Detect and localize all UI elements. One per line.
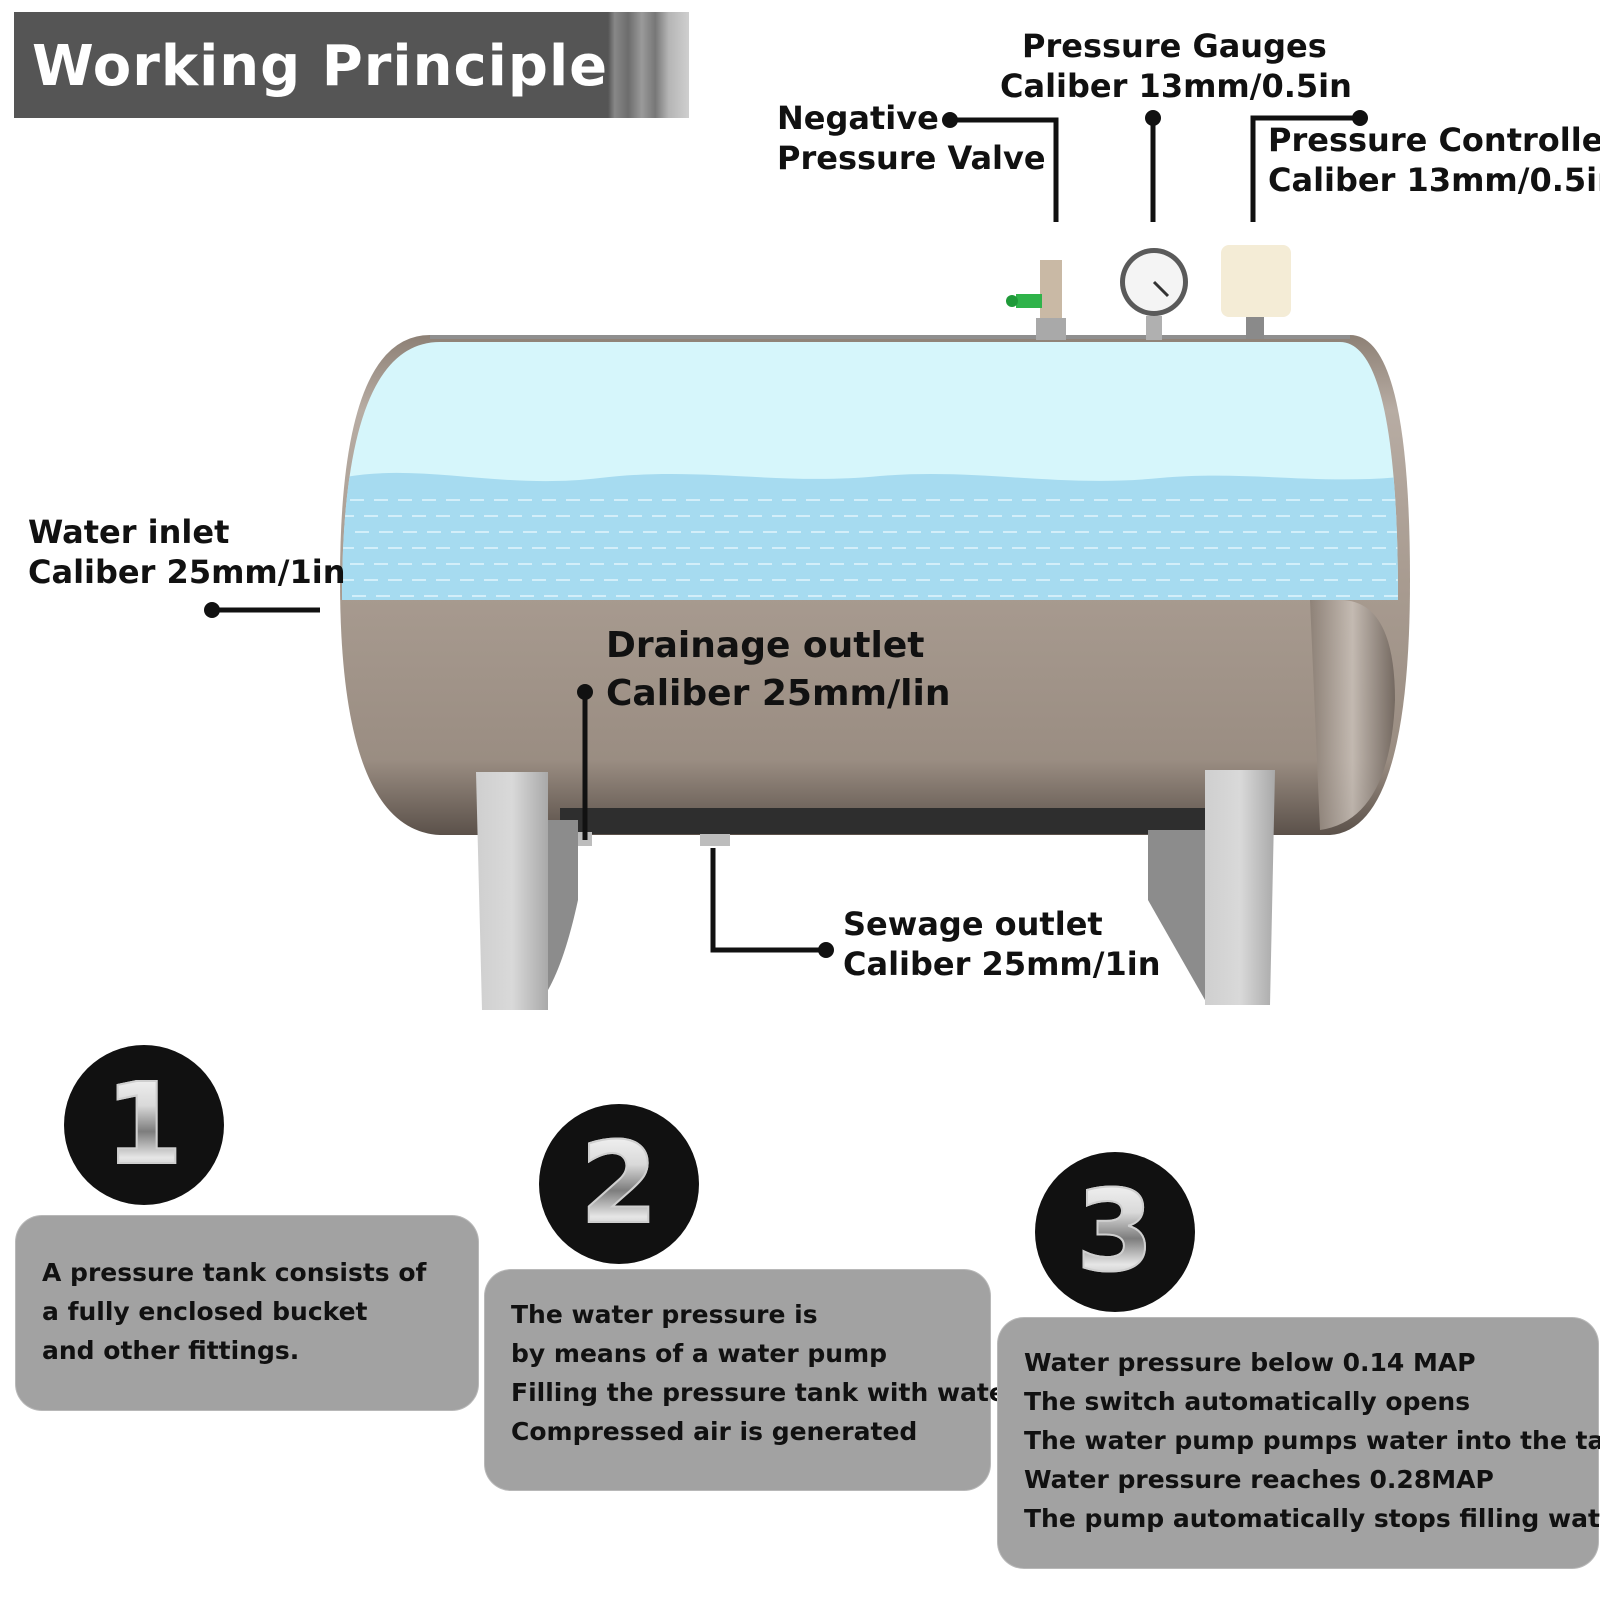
callout-line: Pressure Controller bbox=[1268, 121, 1600, 159]
step-2-badge: 2 bbox=[539, 1104, 699, 1264]
sewage-outlet-label: Sewage outlet Caliber 25mm/1in bbox=[843, 904, 1160, 984]
callout-line: Drainage outlet bbox=[606, 625, 925, 666]
step-text-line: by means of a water pump bbox=[511, 1339, 888, 1368]
callout-line: Caliber 25mm/lin bbox=[606, 673, 951, 714]
pressure-tank-diagram bbox=[204, 110, 1410, 1010]
dot-sewage-outlet bbox=[818, 942, 834, 958]
callout-line: Caliber 25mm/1in bbox=[28, 553, 346, 591]
step-text-line: The pump automatically stops filling wat… bbox=[1024, 1504, 1600, 1533]
step-text-line: The water pressure is bbox=[511, 1300, 818, 1329]
dot-negative-valve bbox=[942, 112, 958, 128]
step-text-line: and other fittings. bbox=[42, 1336, 300, 1365]
leader-pressure-controller bbox=[1250, 115, 1360, 222]
right-support-leg bbox=[1148, 770, 1275, 1005]
step-1-badge: 1 bbox=[64, 1045, 224, 1205]
callout-line: Pressure Gauges bbox=[1022, 27, 1327, 65]
callout-line: Water inlet bbox=[28, 513, 230, 551]
step-text-line: The water pump pumps water into the tank… bbox=[1024, 1426, 1600, 1455]
title-banner: Working Principle bbox=[14, 12, 689, 118]
step-number: 3 bbox=[1075, 1166, 1155, 1298]
callout-line: Pressure Valve bbox=[777, 139, 1046, 177]
step-1-box: A pressure tank consists of a fully encl… bbox=[16, 1216, 478, 1410]
step-text-line: Water pressure below 0.14 MAP bbox=[1024, 1348, 1476, 1377]
water-inlet-label: Water inlet Caliber 25mm/1in bbox=[28, 512, 345, 592]
page-title: Working Principle bbox=[32, 34, 609, 99]
step-text-line: The switch automatically opens bbox=[1024, 1387, 1471, 1416]
water-overlay bbox=[342, 342, 1398, 600]
step-3-badge: 3 bbox=[1035, 1152, 1195, 1312]
step-3-box: Water pressure below 0.14 MAP The switch… bbox=[998, 1318, 1600, 1568]
dot-water-inlet bbox=[204, 602, 220, 618]
dot-pressure-gauges bbox=[1145, 110, 1161, 126]
leader-sewage-outlet bbox=[710, 848, 826, 953]
sewage-outlet-stub bbox=[700, 834, 730, 846]
leader-negative-valve bbox=[950, 117, 1059, 222]
negative-pressure-valve-label: Negative Pressure Valve bbox=[777, 98, 1046, 178]
step-text-line: Compressed air is generated bbox=[511, 1417, 918, 1446]
step-text-line: a fully enclosed bucket bbox=[42, 1297, 368, 1326]
pressure-controller-label: Pressure Controller Caliber 13mm/0.5in bbox=[1268, 120, 1600, 200]
dot-pressure-controller bbox=[1352, 110, 1368, 126]
step-number: 1 bbox=[104, 1059, 184, 1191]
negative-pressure-valve-fitting bbox=[1006, 260, 1066, 340]
step-2-box: The water pressure is by means of a wate… bbox=[485, 1270, 1018, 1490]
step-text-line: A pressure tank consists of bbox=[42, 1258, 427, 1287]
tank-end-cap bbox=[1310, 600, 1395, 830]
step-text-line: Water pressure reaches 0.28MAP bbox=[1024, 1465, 1494, 1494]
step-text-line: Filling the pressure tank with water bbox=[511, 1378, 1019, 1407]
dot-drainage-outlet bbox=[577, 684, 593, 700]
callout-line: Negative bbox=[777, 99, 939, 137]
pressure-controller-fitting bbox=[1221, 245, 1291, 339]
callout-line: Caliber 13mm/0.5in bbox=[1268, 161, 1600, 199]
left-support-leg bbox=[476, 772, 578, 1010]
callout-line: Sewage outlet bbox=[843, 905, 1103, 943]
callout-line: Caliber 13mm/0.5in bbox=[1000, 67, 1352, 105]
tank-bottom-band bbox=[560, 808, 1210, 834]
step-number: 2 bbox=[579, 1118, 659, 1250]
drainage-outlet-label: Drainage outlet Caliber 25mm/lin bbox=[606, 622, 950, 718]
pressure-gauge-fitting bbox=[1120, 248, 1188, 340]
callout-line: Caliber 25mm/1in bbox=[843, 945, 1161, 983]
pressure-gauges-label: Pressure Gauges Caliber 13mm/0.5in bbox=[1000, 26, 1352, 106]
